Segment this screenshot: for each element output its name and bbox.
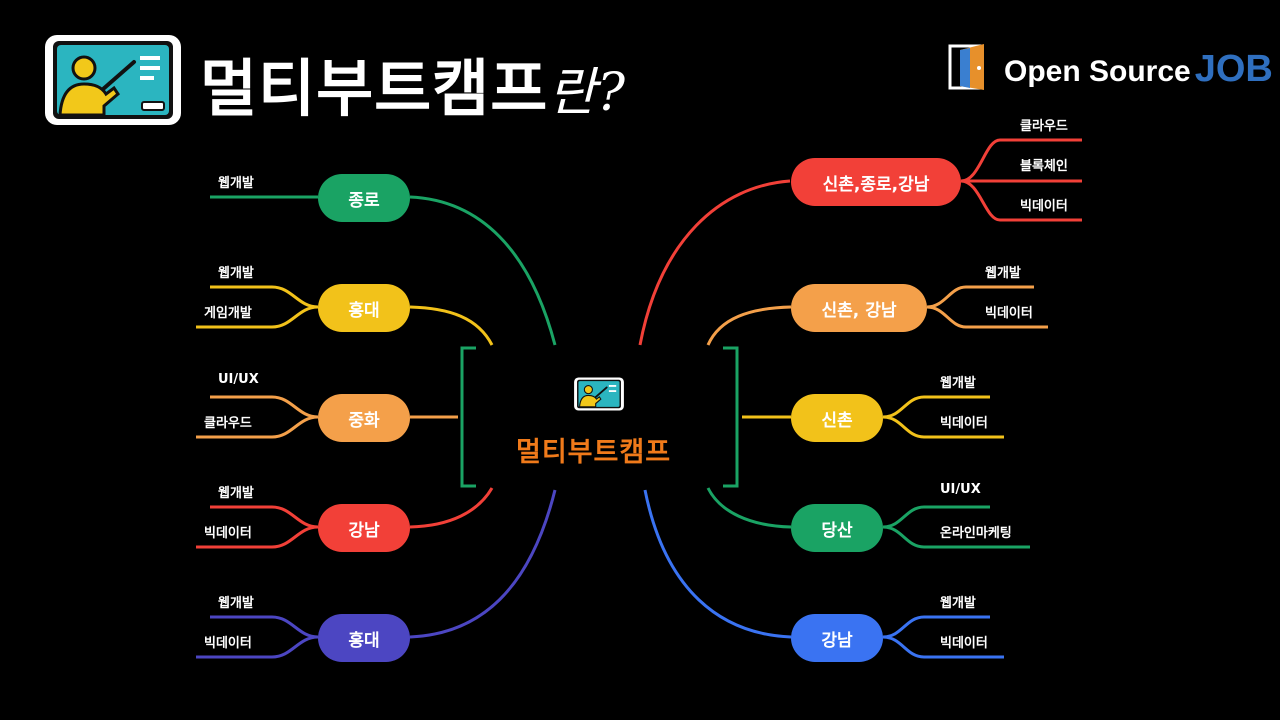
left-leaf-line <box>196 525 319 549</box>
right-leaf: 빅데이터 <box>940 636 988 651</box>
right-trunk <box>706 487 792 529</box>
right-branch-node: 신촌, 강남 <box>791 284 927 332</box>
right-leaf: 웹개발 <box>940 596 976 611</box>
right-branch-node: 당산 <box>791 504 883 552</box>
left-branch-node: 강남 <box>318 504 410 552</box>
right-leaf: 온라인마케팅 <box>940 526 1012 541</box>
center-bracket-left <box>460 346 476 488</box>
page-title-suffix: 란? <box>548 63 626 123</box>
brand-word: Open Source <box>1004 55 1191 88</box>
right-leaf: 블록체인 <box>1020 159 1068 174</box>
right-trunk <box>706 305 792 346</box>
left-leaf: 게임개발 <box>204 306 252 321</box>
right-leaf-line <box>960 179 1082 222</box>
right-leaf-line <box>926 305 1048 329</box>
left-leaf-line <box>196 415 319 439</box>
brand-accent: JOB <box>1194 48 1273 90</box>
right-branch-node: 신촌 <box>791 394 883 442</box>
center-topic: 멀티부트캠프 <box>516 437 672 468</box>
left-leaf: 웹개발 <box>218 596 254 611</box>
left-leaf: 웹개발 <box>218 176 254 191</box>
right-leaf-line <box>882 635 1004 659</box>
left-branch-node: 홍대 <box>318 284 410 332</box>
left-trunk <box>409 487 494 529</box>
right-leaf: UI/UX <box>940 482 981 497</box>
page-title: 멀티부트캠프란? <box>200 52 626 125</box>
center-board-icon <box>574 377 624 411</box>
left-trunk <box>409 195 557 346</box>
left-leaf: 빅데이터 <box>204 636 252 651</box>
right-leaf-line <box>882 525 1030 549</box>
door-logo-icon <box>948 44 984 90</box>
left-branch-node: 종로 <box>318 174 410 222</box>
left-leaf: 웹개발 <box>218 266 254 281</box>
right-leaf: 클라우드 <box>1020 119 1068 134</box>
right-branch-node: 신촌,종로,강남 <box>791 158 961 206</box>
right-leaf: 빅데이터 <box>1020 199 1068 214</box>
right-leaf: 빅데이터 <box>985 306 1033 321</box>
left-leaf: 클라우드 <box>204 416 252 431</box>
right-leaf: 웹개발 <box>985 266 1021 281</box>
right-leaf: 빅데이터 <box>940 416 988 431</box>
left-trunk <box>409 489 557 639</box>
left-leaf: 빅데이터 <box>204 526 252 541</box>
teacher-board-icon <box>45 35 181 125</box>
right-trunk <box>643 489 792 639</box>
center-bracket-right <box>723 346 739 488</box>
right-trunk <box>638 179 791 346</box>
left-trunk <box>409 305 494 346</box>
left-branch-node: 중화 <box>318 394 410 442</box>
left-branch-node: 홍대 <box>318 614 410 662</box>
right-leaf: 웹개발 <box>940 376 976 391</box>
left-leaf-line <box>196 635 319 659</box>
right-branch-node: 강남 <box>791 614 883 662</box>
left-leaf: UI/UX <box>218 372 259 387</box>
left-leaf: 웹개발 <box>218 486 254 501</box>
right-leaf-line <box>882 415 1004 439</box>
left-leaf-line <box>196 305 319 329</box>
